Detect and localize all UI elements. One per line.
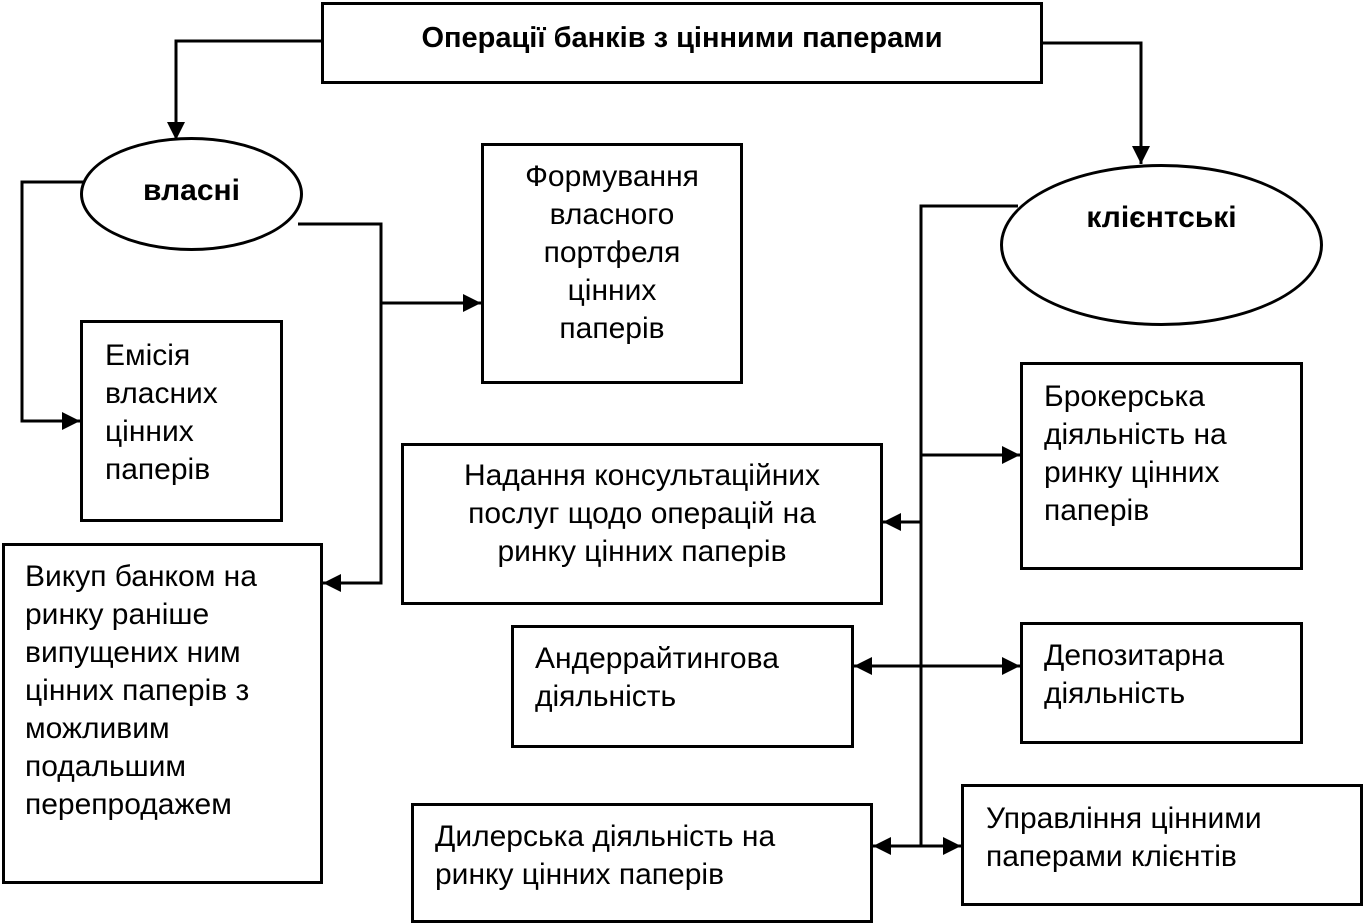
underwriting-label: Андеррайтингова діяльність bbox=[535, 642, 779, 713]
depository-box: Депозитарна діяльність bbox=[1020, 622, 1303, 744]
management-box: Управління цінними паперами клієнтів bbox=[961, 784, 1363, 906]
emission-box: Емісія власних цінних паперів bbox=[80, 320, 283, 522]
consulting-box: Надання консультаційних послуг щодо опер… bbox=[401, 443, 883, 605]
dealer-label: Дилерська діяльність на ринку цінних пап… bbox=[435, 820, 776, 891]
depository-label: Депозитарна діяльність bbox=[1044, 639, 1225, 710]
dealer-box: Дилерська діяльність на ринку цінних пап… bbox=[411, 803, 873, 923]
underwriting-box: Андеррайтингова діяльність bbox=[511, 625, 854, 748]
own-operations-node: власні bbox=[80, 137, 303, 251]
brokerage-box: Брокерська діяльність на ринку цінних па… bbox=[1020, 362, 1303, 570]
buyback-box: Викуп банком на ринку раніше випущених н… bbox=[2, 543, 323, 884]
connector-client-trunk bbox=[919, 204, 1018, 846]
connector-own-to-buyback bbox=[298, 222, 383, 592]
portfolio-box: Формування власного портфеля цінних папе… bbox=[481, 143, 743, 384]
connector-title-to-own bbox=[167, 39, 321, 140]
diagram-title: Операції банків з цінними паперами bbox=[421, 22, 943, 54]
brokerage-label: Брокерська діяльність на ринку цінних па… bbox=[1044, 380, 1227, 527]
connector-title-to-client bbox=[1042, 41, 1150, 164]
connector-own-to-emission bbox=[20, 180, 92, 430]
client-operations-label: клієнтські bbox=[1086, 201, 1237, 234]
buyback-label: Викуп банком на ринку раніше випущених н… bbox=[25, 560, 257, 821]
client-operations-node: клієнтські bbox=[1000, 164, 1323, 326]
management-label: Управління цінними паперами клієнтів bbox=[986, 802, 1262, 873]
consulting-label: Надання консультаційних послуг щодо опер… bbox=[463, 459, 821, 568]
title-box: Операції банків з цінними паперами bbox=[321, 2, 1043, 84]
portfolio-label: Формування власного портфеля цінних папе… bbox=[525, 160, 699, 345]
own-operations-label: власні bbox=[143, 174, 240, 207]
emission-label: Емісія власних цінних паперів bbox=[105, 339, 218, 486]
